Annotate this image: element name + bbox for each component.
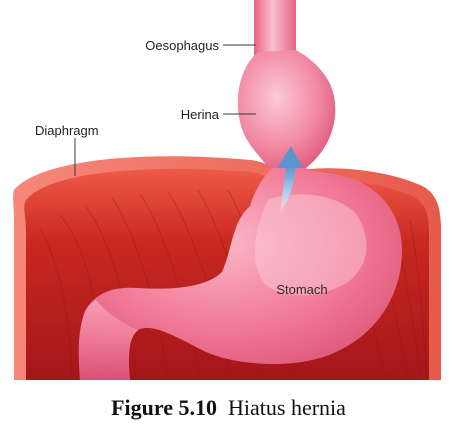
figure-number: Figure 5.10 bbox=[111, 395, 217, 420]
figure-title: Hiatus hernia bbox=[228, 395, 346, 420]
stomach-label: Stomach bbox=[276, 282, 327, 297]
hernia-pouch bbox=[237, 50, 336, 168]
diaphragm-label: Diaphragm bbox=[35, 123, 99, 138]
duodenum bbox=[78, 300, 138, 380]
herniation-arrow bbox=[277, 146, 303, 214]
stomach bbox=[78, 168, 403, 380]
oesophagus-label: Oesophagus bbox=[145, 38, 219, 53]
stomach-highlight bbox=[254, 194, 367, 296]
figure-caption: Figure 5.10 Hiatus hernia bbox=[0, 395, 457, 421]
hernia-label: Herina bbox=[181, 107, 220, 122]
